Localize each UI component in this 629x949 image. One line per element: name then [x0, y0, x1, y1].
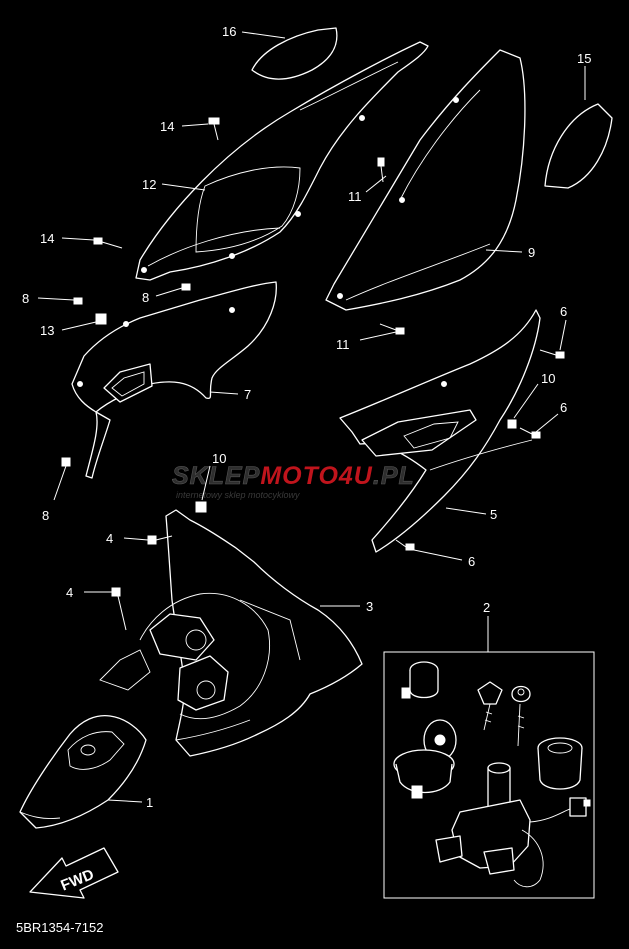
leader-5	[445, 507, 487, 515]
part-16-decal	[251, 27, 338, 80]
callout-2: 2	[483, 600, 490, 615]
leader-14b	[61, 237, 95, 241]
callout-5: 5	[490, 507, 497, 522]
leader-11a	[365, 175, 387, 193]
leader-12	[161, 183, 206, 191]
leader-14a	[181, 123, 209, 127]
part-2-lock-set-box	[383, 651, 595, 899]
callout-8b: 8	[142, 290, 149, 305]
nut-10-right	[507, 419, 517, 429]
part-12-side-cover-left	[135, 41, 429, 281]
screw-14-lower	[93, 237, 123, 249]
callout-10b: 10	[212, 451, 226, 466]
leader-9	[485, 249, 523, 253]
leader-4a	[123, 537, 149, 541]
part-7-inner-cover-left	[71, 281, 277, 479]
leader-8b	[155, 287, 183, 297]
callout-1: 1	[146, 795, 153, 810]
nut-10-center	[195, 501, 207, 513]
leader-6c	[413, 549, 463, 561]
watermark: SKLEPMOTO4U.PL internetowy sklep motocyk…	[172, 462, 415, 500]
callout-6b: 6	[560, 400, 567, 415]
leader-6a	[559, 319, 567, 351]
callout-12: 12	[142, 177, 156, 192]
leader-10a	[513, 383, 539, 419]
watermark-brand: SKLEPMOTO4U.PL	[172, 462, 415, 490]
part-1-cover	[19, 714, 147, 829]
leader-13	[61, 321, 97, 331]
callout-11a: 11	[348, 189, 362, 204]
callout-15: 15	[577, 51, 591, 66]
callout-3: 3	[366, 599, 373, 614]
callout-16: 16	[222, 24, 236, 39]
callout-14a: 14	[160, 119, 174, 134]
callout-14b: 14	[40, 231, 54, 246]
fwd-arrow: FWD	[29, 847, 119, 899]
leader-11b	[359, 331, 397, 341]
leader-1	[107, 799, 143, 803]
callout-10a: 10	[541, 371, 555, 386]
leader-8a	[37, 297, 75, 301]
screw-14-upper	[208, 117, 220, 141]
callout-8c: 8	[42, 508, 49, 523]
screw-8-upper	[73, 297, 83, 305]
screw-11-upper	[377, 157, 385, 183]
screw-6-middle	[519, 427, 541, 439]
leader-16	[241, 31, 286, 39]
screw-6-lower	[395, 539, 415, 551]
part-3-center-cover	[99, 509, 363, 757]
diagram-code: 5BR1354-7152	[16, 920, 103, 935]
callout-9: 9	[528, 245, 535, 260]
screw-11-lower	[379, 323, 405, 335]
leader-10b	[201, 465, 211, 501]
part-9-side-cover-right	[325, 49, 526, 311]
callout-11b: 11	[336, 337, 350, 352]
leader-6b	[535, 413, 559, 433]
watermark-tagline: internetowy sklep motocyklowy	[176, 490, 300, 500]
callout-7: 7	[244, 387, 251, 402]
callout-8a: 8	[22, 291, 29, 306]
callout-13: 13	[40, 323, 54, 338]
screw-4-lower	[111, 587, 127, 631]
callout-4a: 4	[106, 531, 113, 546]
part-5-inner-cover-right	[339, 309, 541, 553]
screw-6-upper	[539, 349, 565, 359]
part-15-decal	[544, 103, 613, 189]
leader-7	[209, 391, 239, 395]
screw-8-lower	[53, 457, 71, 501]
part-2-lock-set	[393, 661, 591, 888]
nut-13	[95, 313, 107, 325]
callout-6c: 6	[468, 554, 475, 569]
screw-8-middle	[181, 283, 191, 291]
callout-6a: 6	[560, 304, 567, 319]
callout-4b: 4	[66, 585, 73, 600]
